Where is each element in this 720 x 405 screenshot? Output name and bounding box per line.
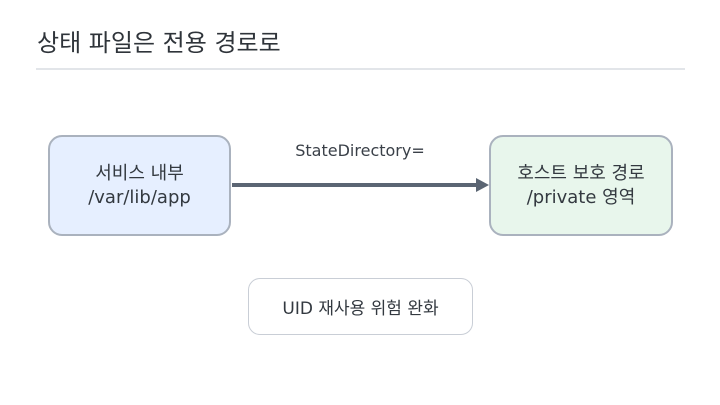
source-node-path: /var/lib/app xyxy=(88,186,191,208)
note-box: UID 재사용 위험 완화 xyxy=(248,278,473,335)
target-node-path: /private 영역 xyxy=(526,186,636,208)
title-divider xyxy=(36,68,685,70)
source-node: 서비스 내부 /var/lib/app xyxy=(48,135,231,236)
target-node-name: 호스트 보호 경로 xyxy=(517,162,645,184)
flow-arrow-head xyxy=(476,178,489,192)
source-node-name: 서비스 내부 xyxy=(95,162,184,184)
target-node: 호스트 보호 경로 /private 영역 xyxy=(489,135,673,236)
slide-title: 상태 파일은 전용 경로로 xyxy=(37,29,281,57)
edge-label: StateDirectory= xyxy=(295,141,425,160)
